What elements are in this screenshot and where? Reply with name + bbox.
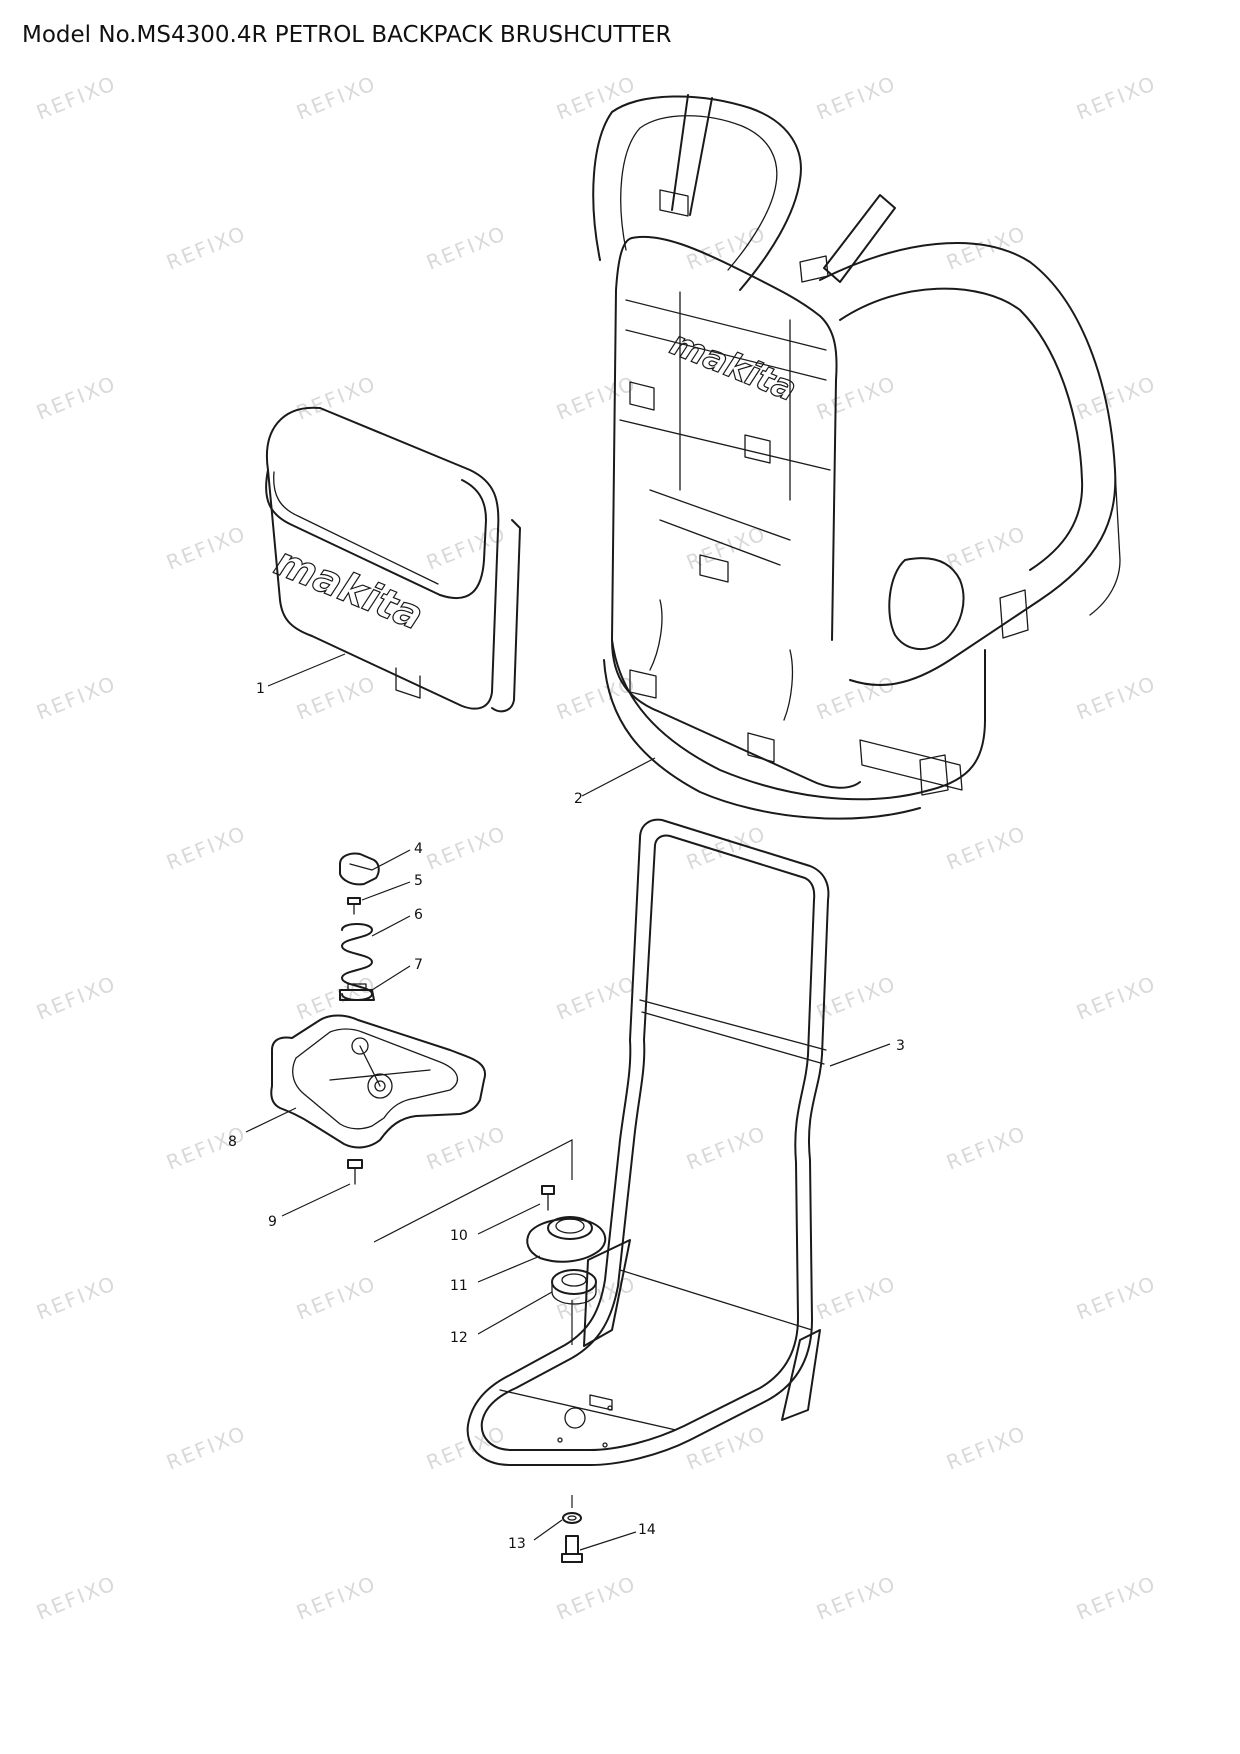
watermark-text: REFIXO — [683, 221, 770, 275]
part-8-mount-plate[interactable] — [270, 1014, 487, 1149]
watermark-text: REFIXO — [1073, 1271, 1160, 1325]
watermark-text: REFIXO — [553, 1571, 640, 1625]
watermark-text: REFIXO — [163, 221, 250, 275]
watermark-text: REFIXO — [33, 71, 120, 125]
part-5-screw[interactable] — [347, 897, 361, 915]
watermark-text: REFIXO — [1073, 1571, 1160, 1625]
watermark-text: REFIXO — [1073, 371, 1160, 425]
watermark-text: REFIXO — [683, 521, 770, 575]
backpack-logo: makita — [665, 323, 802, 409]
watermark-text: REFIXO — [293, 1271, 380, 1325]
watermark-text: REFIXO — [813, 371, 900, 425]
callout-7: 7 — [414, 957, 423, 973]
callout-6: 6 — [414, 907, 423, 923]
page-title: Model No.MS4300.4R PETROL BACKPACK BRUSH… — [22, 22, 672, 48]
callout-5: 5 — [414, 873, 423, 889]
assembly-axis-line — [373, 1139, 573, 1243]
part-12-bearing[interactable] — [551, 1269, 597, 1305]
callout-9: 9 — [268, 1214, 277, 1230]
watermark-text: REFIXO — [553, 71, 640, 125]
callout-13: 13 — [508, 1536, 526, 1552]
watermark-text: REFIXO — [553, 371, 640, 425]
leader-lines — [245, 653, 891, 1551]
callout-11: 11 — [450, 1278, 468, 1294]
watermark-text: REFIXO — [943, 1421, 1030, 1475]
watermark-text: REFIXO — [1073, 71, 1160, 125]
watermark-text: REFIXO — [33, 371, 120, 425]
part-11-flange[interactable] — [526, 1216, 607, 1263]
watermark-text: REFIXO — [553, 671, 640, 725]
watermark-text: REFIXO — [423, 221, 510, 275]
watermark-text: REFIXO — [423, 1121, 510, 1175]
callout-1: 1 — [256, 681, 265, 697]
part-7-spring-seat[interactable] — [339, 983, 375, 1001]
watermark-text: REFIXO — [813, 671, 900, 725]
part-10-bolt[interactable] — [541, 1185, 555, 1211]
watermark-text: REFIXO — [1073, 671, 1160, 725]
watermark-text: REFIXO — [943, 221, 1030, 275]
watermark-text: REFIXO — [1073, 971, 1160, 1025]
callout-10: 10 — [450, 1228, 468, 1244]
part-13-washer[interactable] — [562, 1512, 582, 1524]
callout-8: 8 — [228, 1134, 237, 1150]
callout-4: 4 — [414, 841, 423, 857]
watermark-text: REFIXO — [33, 1571, 120, 1625]
watermark-text: REFIXO — [683, 821, 770, 875]
watermark-text: REFIXO — [813, 71, 900, 125]
watermark-layer: REFIXO REFIXO REFIXO REFIXO REFIXO REFIXO REFI… — [33, 71, 1160, 1625]
watermark-text: REFIXO — [293, 71, 380, 125]
part-3-backpack-frame[interactable] — [466, 818, 830, 1466]
watermark-text: REFIXO — [813, 1271, 900, 1325]
watermark-text: REFIXO — [943, 821, 1030, 875]
part-14-bolt[interactable] — [561, 1535, 583, 1563]
watermark-text: REFIXO — [293, 671, 380, 725]
watermark-text: REFIXO — [813, 1571, 900, 1625]
watermark-text: REFIXO — [683, 1421, 770, 1475]
watermark-text: REFIXO — [423, 821, 510, 875]
part-1-tool-pouch[interactable]: makita — [265, 406, 521, 713]
callout-14: 14 — [638, 1522, 656, 1538]
part-9-screw[interactable] — [347, 1159, 363, 1185]
watermark-text: REFIXO — [163, 821, 250, 875]
callout-12: 12 — [450, 1330, 468, 1346]
callout-2: 2 — [574, 791, 583, 807]
watermark-text: REFIXO — [33, 971, 120, 1025]
watermark-text: REFIXO — [33, 671, 120, 725]
watermark-text: REFIXO — [293, 371, 380, 425]
watermark-text: REFIXO — [163, 1421, 250, 1475]
watermark-text: REFIXO — [163, 521, 250, 575]
watermark-text: REFIXO — [293, 1571, 380, 1625]
watermark-text: REFIXO — [553, 971, 640, 1025]
watermark-text: REFIXO — [33, 1271, 120, 1325]
callout-3: 3 — [896, 1038, 905, 1054]
part-4-cap[interactable] — [339, 852, 380, 886]
callout-numbers: 1 2 3 4 5 6 7 8 9 10 11 12 13 14 — [228, 681, 905, 1552]
watermark-text: REFIXO — [943, 521, 1030, 575]
watermark-text: REFIXO — [943, 1121, 1030, 1175]
watermark-text: REFIXO — [683, 1121, 770, 1175]
